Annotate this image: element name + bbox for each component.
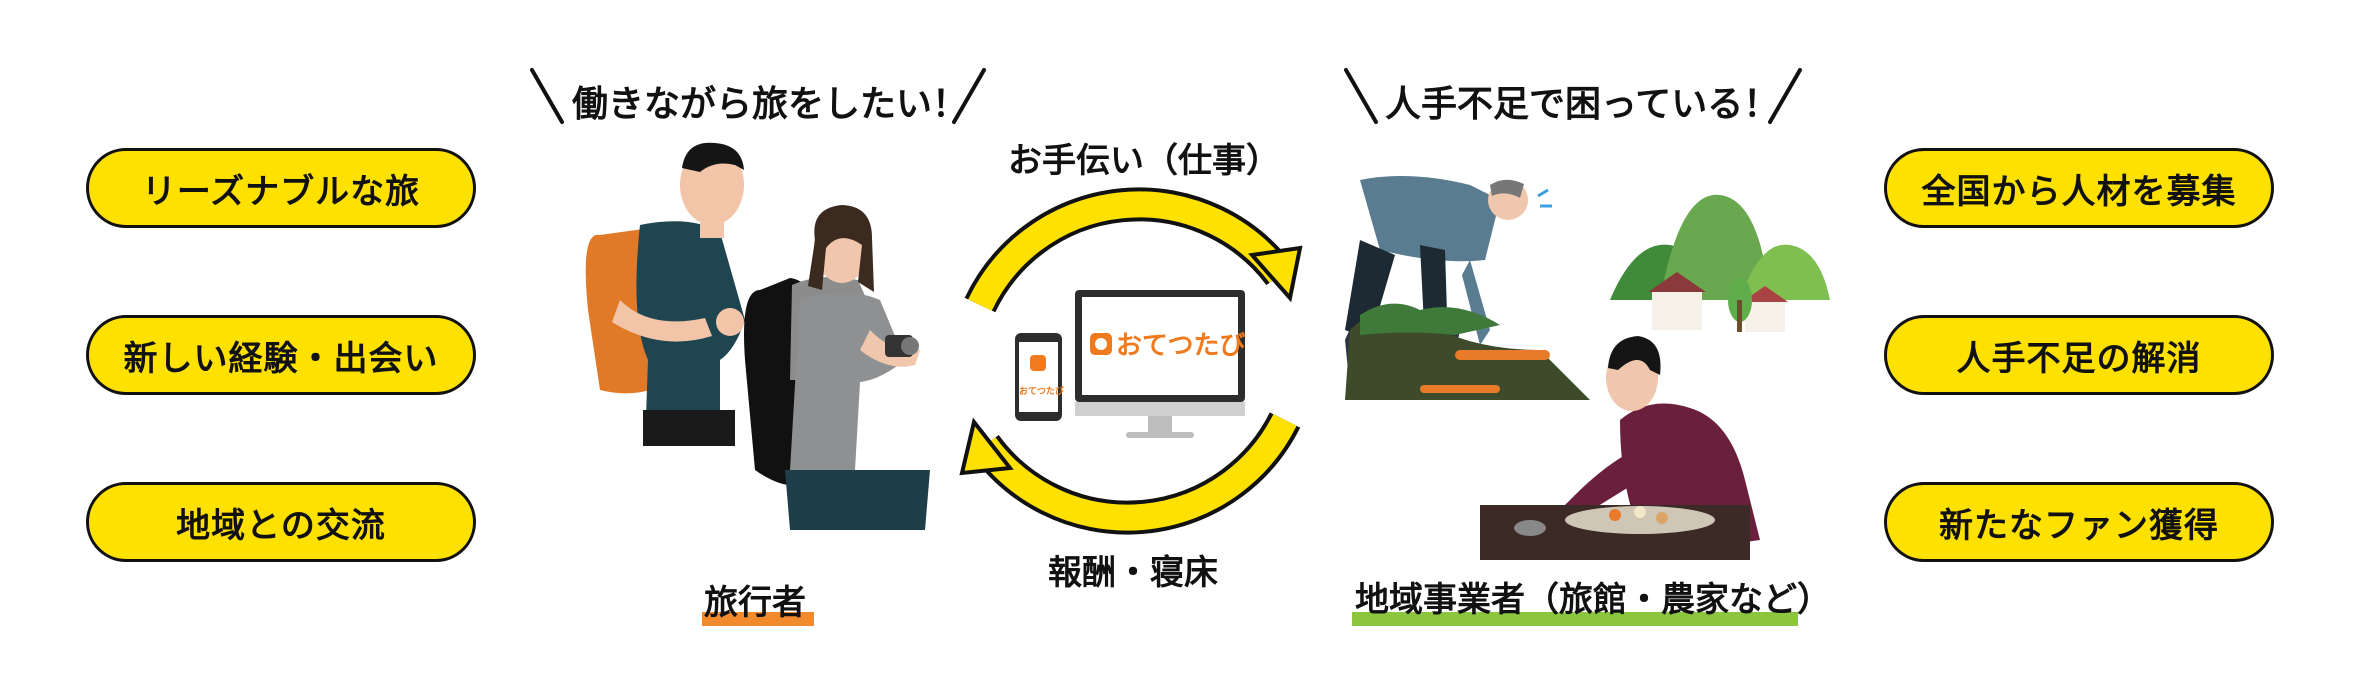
smartphone-icon bbox=[1015, 333, 1062, 421]
brand-small-name: おてつたび bbox=[1019, 387, 1064, 397]
benefit-label: 新たなファン獲得 bbox=[1939, 505, 2219, 546]
help-arrow-head bbox=[1248, 245, 1303, 303]
benefit-pill-new-experience: 新しい経験・出会い bbox=[86, 315, 476, 395]
reward-arrow-head bbox=[959, 417, 1014, 476]
innkeeper-illustration bbox=[1480, 336, 1760, 560]
reward-arrow bbox=[974, 414, 1297, 531]
traveler-underline bbox=[702, 612, 814, 626]
traveler-woman-illustration bbox=[744, 205, 930, 530]
business-label: 地域事業者（旅館・農家など） bbox=[1355, 580, 1831, 620]
brand-name: おてつたび bbox=[1116, 331, 1246, 361]
benefit-pill-new-fans: 新たなファン獲得 bbox=[1884, 482, 2274, 562]
benefit-pill-local-exchange: 地域との交流 bbox=[86, 482, 476, 562]
benefit-label: 全国から人材を募集 bbox=[1921, 171, 2237, 212]
traveler-man-illustration bbox=[585, 142, 745, 446]
reward-label: 報酬・寝床 bbox=[1048, 553, 1218, 593]
benefit-label: 地域との交流 bbox=[176, 505, 386, 546]
benefit-label: 人手不足の解消 bbox=[1956, 338, 2202, 379]
business-underline bbox=[1352, 612, 1798, 626]
benefit-label: 新しい経験・出会い bbox=[123, 338, 439, 379]
speech-slash-icons bbox=[530, 68, 1802, 124]
benefit-label: リーズナブルな旅 bbox=[141, 171, 421, 212]
business-speech: 人手不足で困っている！ bbox=[1385, 84, 1780, 125]
traveler-speech: 働きながら旅をしたい！ bbox=[572, 84, 969, 125]
benefit-pill-labor-shortage-solution: 人手不足の解消 bbox=[1884, 315, 2274, 395]
help-arrow bbox=[968, 191, 1291, 311]
village-landscape-illustration bbox=[1610, 194, 1830, 332]
help-label: お手伝い（仕事） bbox=[1008, 141, 1280, 181]
benefit-pill-reasonable-travel: リーズナブルな旅 bbox=[86, 148, 476, 228]
farmer-illustration bbox=[1345, 176, 1590, 400]
traveler-label: 旅行者 bbox=[704, 583, 806, 623]
monitor-icon bbox=[1075, 290, 1245, 438]
benefit-pill-nationwide-recruit: 全国から人材を募集 bbox=[1884, 148, 2274, 228]
